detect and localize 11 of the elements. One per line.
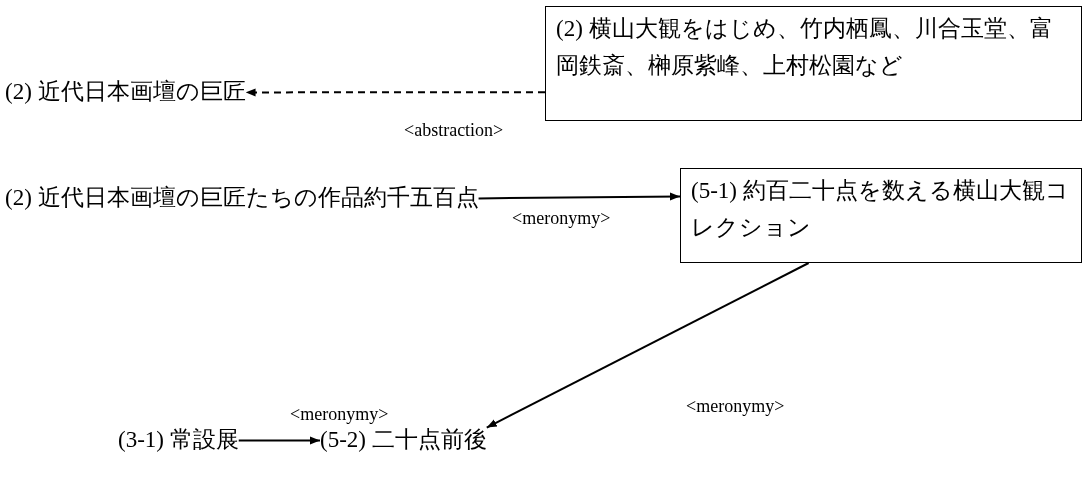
arrow: [485, 262, 810, 429]
concept-text: (5-1) 約百二十点を数える横山大観コレクション: [691, 177, 1070, 242]
arrow: [244, 88, 546, 97]
concept-label: (2) 近代日本画壇の巨匠: [5, 74, 246, 111]
concept-box: [545, 6, 1082, 121]
concept-text: (2) 横山大観をはじめ、竹内栖鳳、川合玉堂、富岡鉄斎、榊原紫峰、上村松園など: [556, 15, 1054, 80]
arrow: [477, 192, 681, 201]
concept-label: (3-1) 常設展: [118, 422, 239, 459]
arrow: [237, 436, 321, 445]
concept-label: (2) 近代日本画壇の巨匠たちの作品約千五百点: [5, 180, 479, 217]
concept-box: [680, 168, 1082, 263]
